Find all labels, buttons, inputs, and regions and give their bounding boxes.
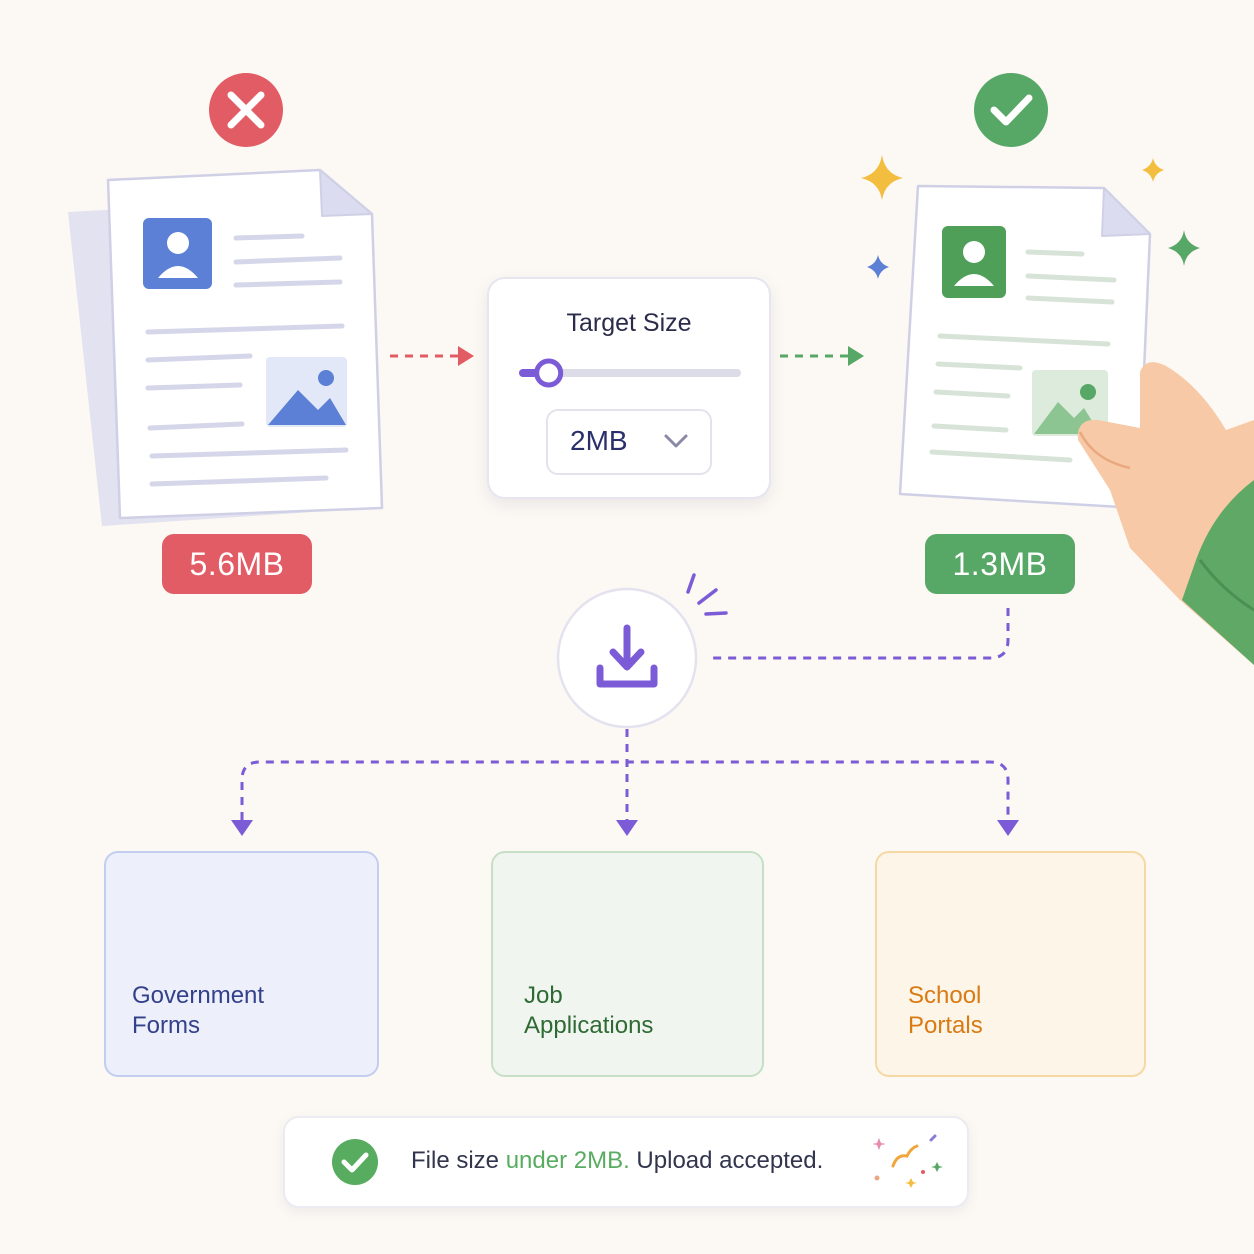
chevron-down-icon bbox=[664, 434, 688, 448]
sparkle-icons bbox=[861, 155, 1200, 279]
x-icon bbox=[209, 73, 283, 147]
profile-photo-icon bbox=[942, 226, 1006, 298]
motion-lines bbox=[686, 573, 728, 616]
connector-to-download bbox=[712, 608, 1010, 660]
compressed-size-badge: 1.3MB bbox=[925, 534, 1075, 594]
original-size-badge: 5.6MB bbox=[162, 534, 312, 594]
status-message: File size under 2MB. Upload accepted. bbox=[411, 1147, 823, 1175]
confetti-icon bbox=[872, 1134, 943, 1188]
download-icon bbox=[596, 624, 658, 688]
arrow-to-target-size bbox=[390, 346, 474, 366]
destination-card-school-portals: School Portals bbox=[875, 851, 1146, 1077]
branch-arrowheads bbox=[231, 820, 1019, 836]
destination-card-job-applications: Job Applications bbox=[491, 851, 764, 1077]
original-document bbox=[68, 168, 384, 526]
status-highlight: under 2MB. bbox=[505, 1147, 630, 1174]
check-circle-icon bbox=[332, 1139, 378, 1185]
target-size-value: 2MB bbox=[570, 425, 628, 456]
status-suffix: Upload accepted. bbox=[629, 1147, 824, 1174]
destination-label: Job Applications bbox=[524, 982, 654, 1039]
destination-label: School Portals bbox=[908, 982, 983, 1039]
target-size-panel: Target Size 2MB bbox=[487, 277, 771, 499]
check-icon bbox=[974, 73, 1048, 147]
target-size-select[interactable]: 2MB bbox=[546, 409, 712, 475]
branch-connectors bbox=[240, 729, 1010, 820]
destination-label: Government Forms bbox=[132, 982, 265, 1039]
target-size-title: Target Size bbox=[566, 309, 692, 337]
image-placeholder-icon bbox=[266, 357, 347, 427]
target-size-slider[interactable] bbox=[515, 355, 745, 391]
destination-card-government-forms: Government Forms bbox=[104, 851, 379, 1077]
profile-photo-icon bbox=[143, 218, 212, 289]
hand-illustration bbox=[1077, 362, 1254, 665]
status-prefix: File size bbox=[411, 1147, 506, 1174]
arrow-to-compressed bbox=[780, 346, 864, 366]
upload-status-bar: File size under 2MB. Upload accepted. bbox=[283, 1116, 969, 1208]
slider-handle[interactable] bbox=[534, 358, 564, 388]
